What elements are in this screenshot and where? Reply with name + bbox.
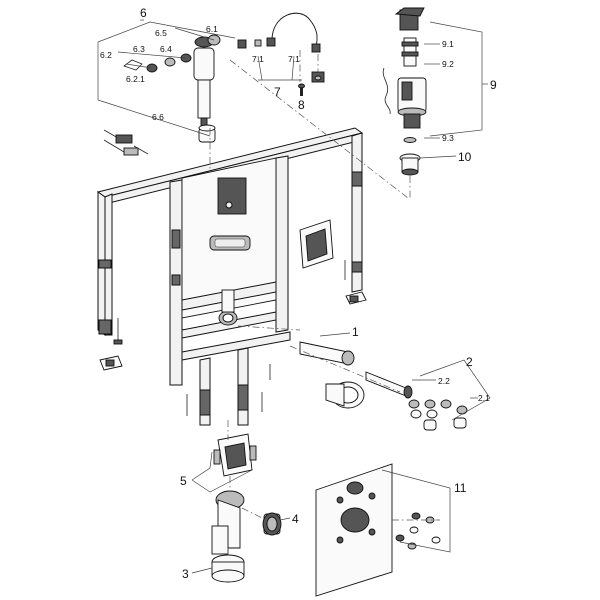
callout-6-4: 6.4 [160,44,172,54]
callout-6-1: 6.1 [206,24,218,34]
pad-fixings [395,512,441,550]
callout-6-3: 6.3 [133,44,145,54]
callout-labels: 6 6.1 6.5 6.3 6.4 6.2 6.2.1 6.6 7.1 7.1 … [100,6,497,581]
callout-2-2: 2.2 [438,376,450,386]
installation-frame [96,127,364,426]
flush-valve-assembly [382,7,427,176]
pipe-sleeve [262,512,282,536]
foot-anchors-left [99,318,271,416]
flush-pipe-connector [299,341,413,409]
callout-9: 9 [490,78,497,92]
callout-11: 11 [454,481,467,495]
callout-4: 4 [292,512,299,526]
callout-6-2-1: 6.2.1 [126,74,145,84]
bracket-adapter [213,433,257,477]
callout-6-5: 6.5 [155,28,167,38]
callout-3: 3 [182,567,189,581]
callout-9-1: 9.1 [442,39,454,49]
insulation-pad [315,463,393,597]
callout-2: 2 [466,355,473,369]
fill-valve-assembly [123,34,247,143]
wall-anchors-top-left [103,129,149,156]
callout-9-2: 9.2 [442,59,454,69]
callout-7: 7 [274,85,281,99]
foot-anchors-right [344,260,367,305]
callout-6-6: 6.6 [152,112,164,122]
access-plate [299,219,334,269]
bolt-kit [408,399,468,431]
assembly-lines [209,50,440,556]
flex-hose-assembly [254,12,325,96]
callout-7-1-left: 7.1 [252,54,264,64]
callout-1: 1 [352,325,359,339]
callout-8: 8 [298,98,305,112]
callout-2-1: 2.1 [478,393,490,403]
callout-7-1-right: 7.1 [288,54,300,64]
callout-10: 10 [458,150,472,164]
callout-6-2: 6.2 [100,50,112,60]
logo-plate [209,235,251,251]
waste-bend [211,490,245,583]
callout-5: 5 [180,474,187,488]
callout-9-3: 9.3 [442,133,454,143]
leader-lines [97,19,491,574]
callout-6: 6 [140,6,147,20]
